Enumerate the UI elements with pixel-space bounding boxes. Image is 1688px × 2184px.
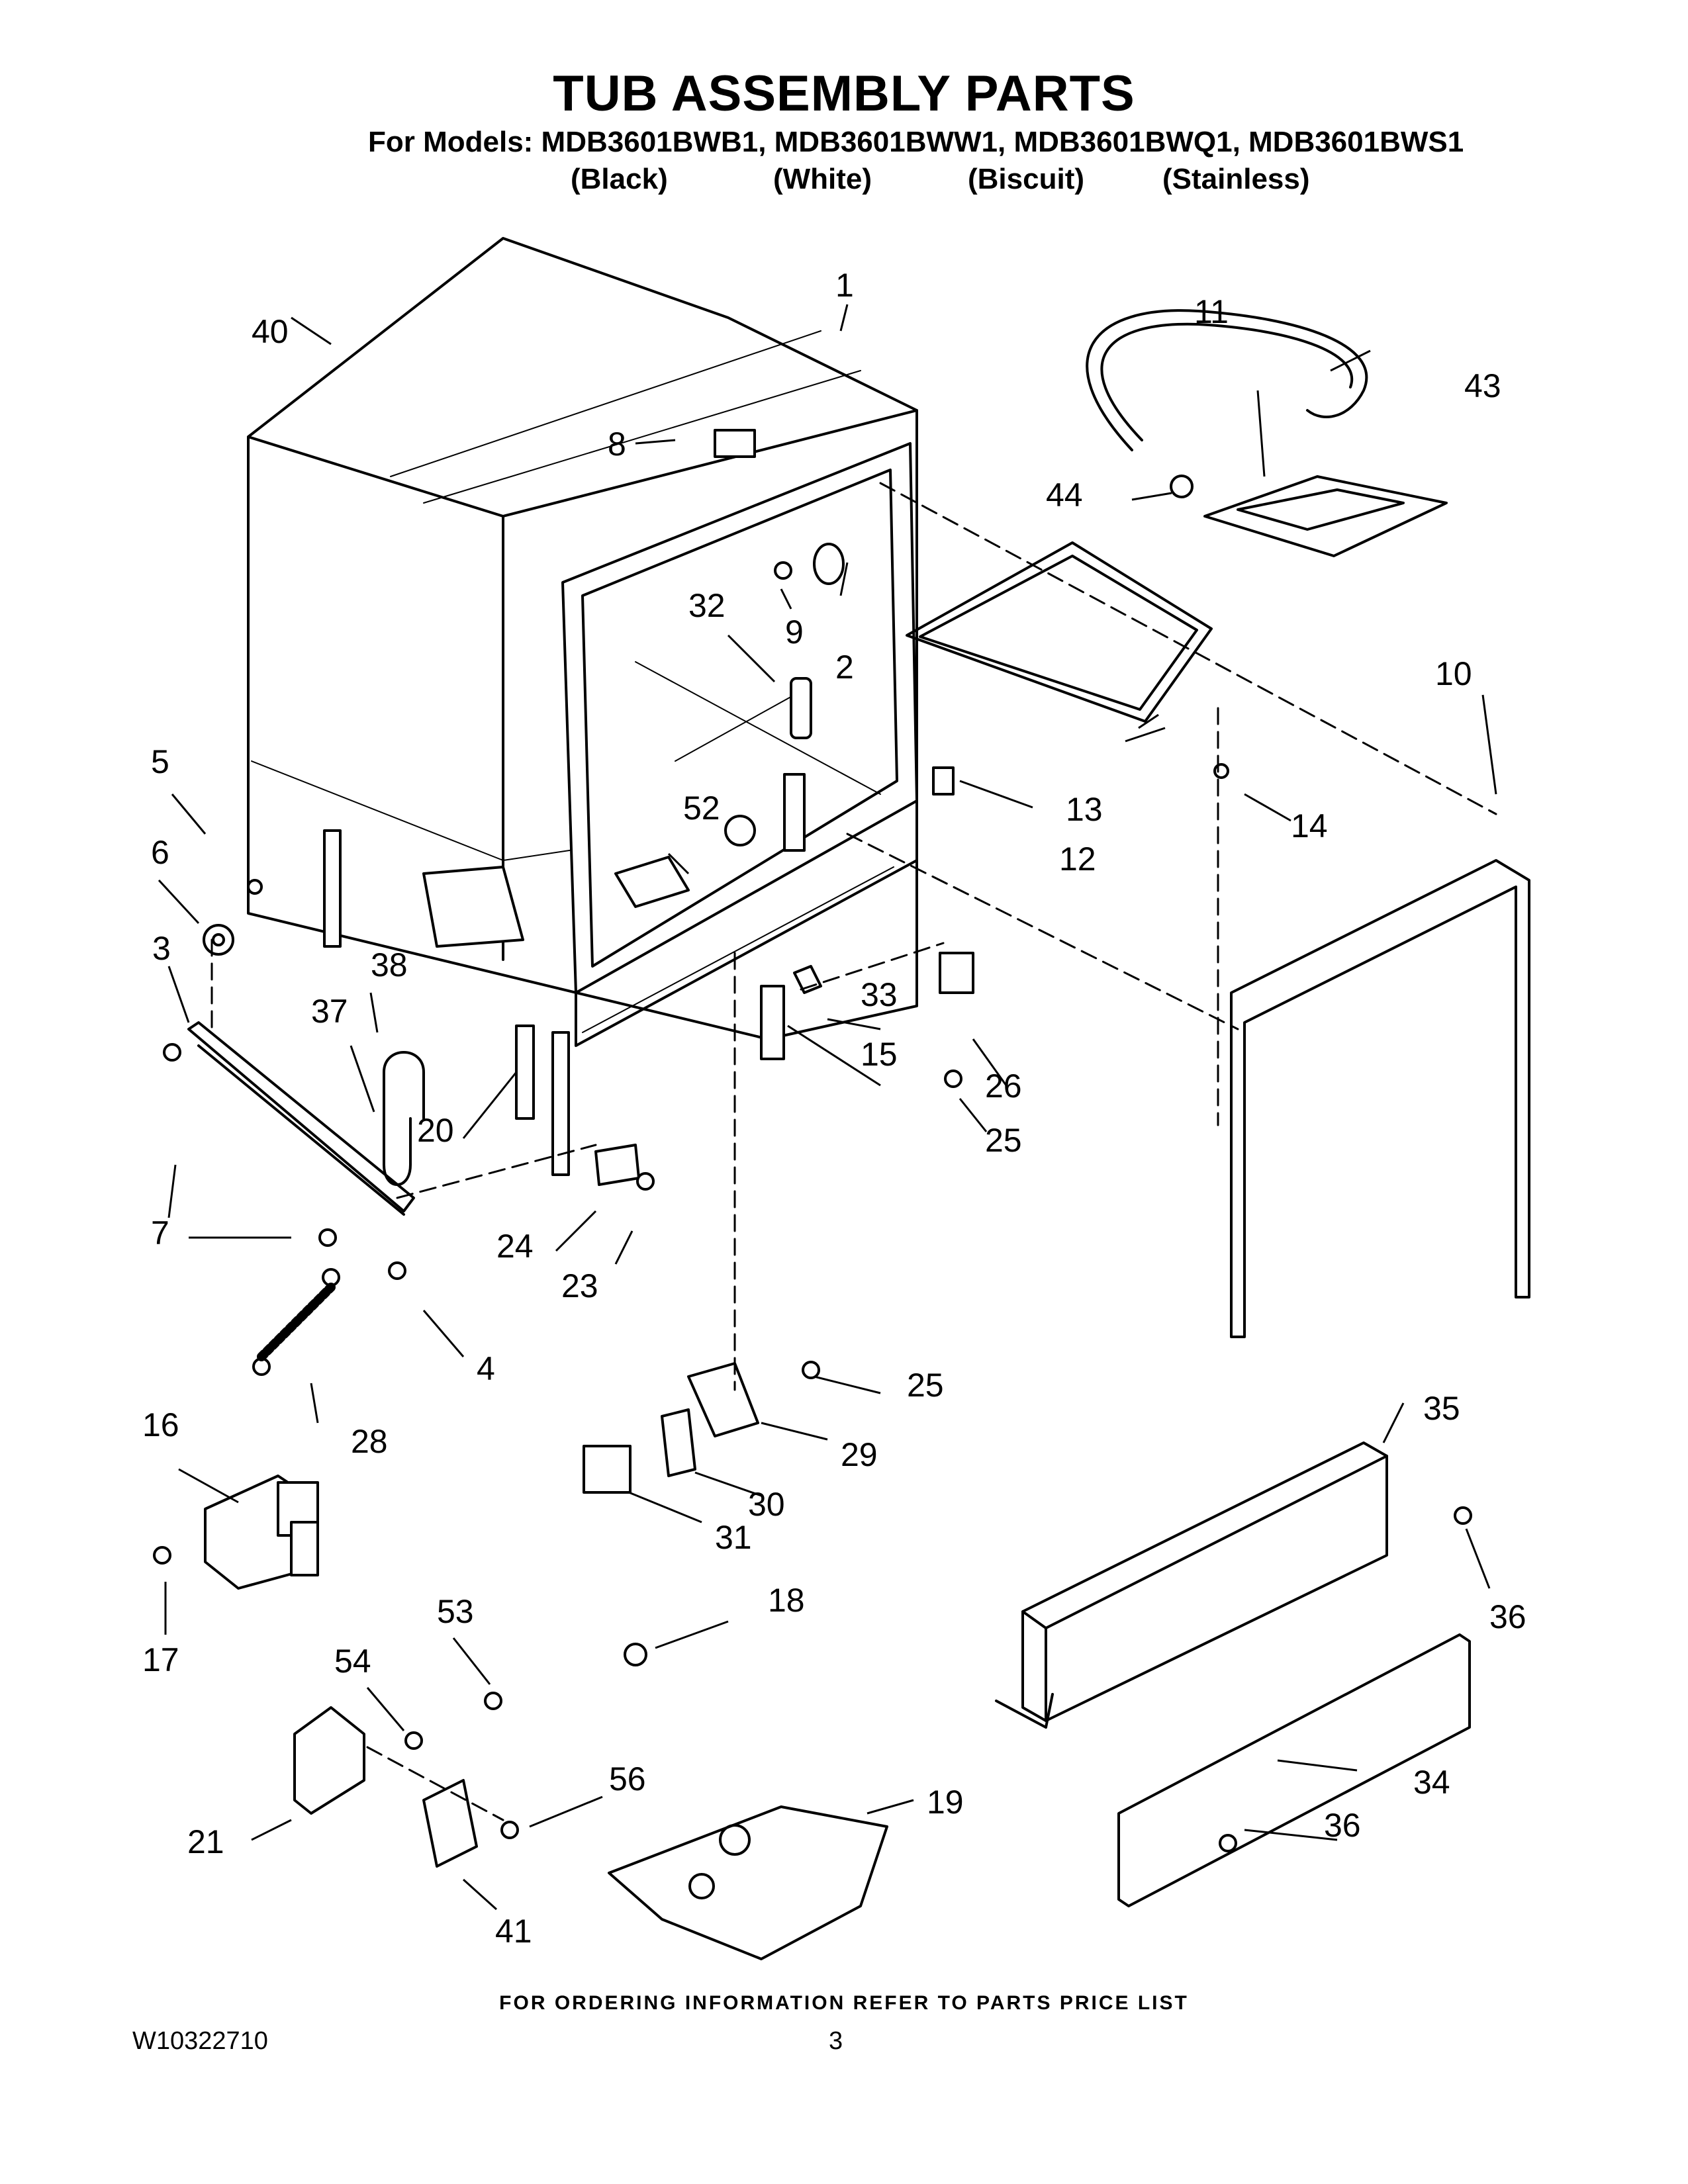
callout-26: 26 [985, 1068, 1022, 1105]
latch-parts [583, 1144, 759, 1494]
page-title: TUB ASSEMBLY PARTS [553, 66, 1135, 122]
callout-1: 1 [835, 267, 854, 304]
callout-15: 15 [861, 1036, 898, 1073]
page-number: 3 [829, 2027, 843, 2055]
callout-19: 19 [927, 1784, 964, 1821]
toe-panel-35 [995, 1441, 1388, 1729]
tub-gasket-10 [1230, 859, 1530, 1338]
spray-arm-11 [1203, 475, 1448, 557]
callout-28: 28 [351, 1423, 388, 1460]
callout-35: 35 [1423, 1390, 1460, 1427]
callout-14: 14 [1291, 807, 1328, 844]
callout-7: 7 [151, 1214, 169, 1251]
drain-hose-43 [1086, 309, 1368, 451]
ordering-note: FOR ORDERING INFORMATION REFER TO PARTS … [499, 1992, 1189, 2014]
callout-labels: 1 2 3 4 5 6 7 8 9 10 11 12 13 14 15 16 1… [142, 267, 1526, 1950]
heater-loop-13 [906, 541, 1213, 723]
callout-12: 12 [1059, 841, 1096, 878]
callout-5: 5 [151, 743, 169, 780]
callout-43: 43 [1464, 367, 1501, 404]
front-bracket-3 [187, 1021, 415, 1216]
finish-black: (Black) [571, 163, 668, 195]
callout-41: 41 [495, 1913, 532, 1950]
models-line: For Models: MDB3601BWB1, MDB3601BWW1, MD… [368, 126, 1464, 158]
callout-18: 18 [768, 1582, 805, 1619]
callout-16: 16 [142, 1406, 179, 1443]
callout-53: 53 [437, 1593, 474, 1630]
callout-36-a: 36 [1489, 1598, 1526, 1635]
callout-9: 9 [785, 614, 804, 651]
callout-44: 44 [1046, 477, 1083, 514]
finish-stainless: (Stainless) [1162, 163, 1310, 195]
callout-32: 32 [688, 587, 726, 624]
parts-bag-19 [608, 1805, 888, 1960]
callout-20: 20 [417, 1112, 454, 1149]
bracket-21 [293, 1706, 365, 1815]
toe-panel-34 [1117, 1633, 1471, 1907]
callout-54: 54 [334, 1643, 371, 1680]
spring-28 [252, 1268, 340, 1376]
callout-31: 31 [715, 1519, 752, 1556]
callout-34: 34 [1413, 1764, 1450, 1801]
water-valve-16 [204, 1475, 319, 1590]
callout-56: 56 [609, 1760, 646, 1797]
callout-8: 8 [608, 426, 626, 463]
callout-10: 10 [1435, 655, 1472, 692]
alignment-lines [211, 482, 1497, 1821]
finish-white: (White) [773, 163, 872, 195]
callout-40: 40 [252, 313, 289, 350]
callout-11: 11 [1194, 293, 1229, 330]
callout-4: 4 [477, 1350, 495, 1387]
callout-24: 24 [496, 1228, 534, 1265]
side-brackets [323, 829, 570, 1176]
vent-hose-37 [383, 1051, 425, 1186]
callout-13: 13 [1066, 791, 1103, 828]
callout-21: 21 [187, 1823, 224, 1860]
callout-6: 6 [151, 834, 169, 871]
document-number: W10322710 [132, 2027, 268, 2055]
callout-23: 23 [561, 1267, 598, 1304]
fasteners [153, 429, 1472, 1852]
callout-3: 3 [152, 930, 171, 967]
callout-25-b: 25 [907, 1367, 944, 1404]
callout-2: 2 [835, 649, 854, 686]
callout-52: 52 [683, 790, 720, 827]
callout-17: 17 [142, 1641, 179, 1678]
leader-arrows [158, 304, 1497, 1911]
callout-30: 30 [748, 1486, 785, 1523]
callout-25-a: 25 [985, 1122, 1022, 1159]
callout-33: 33 [861, 976, 898, 1013]
callout-36-b: 36 [1324, 1807, 1361, 1844]
bracket-41 [422, 1779, 478, 1868]
float-and-fill-parts [614, 543, 845, 1060]
callout-37: 37 [311, 993, 348, 1030]
callout-38: 38 [371, 946, 408, 983]
callout-29: 29 [841, 1436, 878, 1473]
finish-biscuit: (Biscuit) [968, 163, 1084, 195]
